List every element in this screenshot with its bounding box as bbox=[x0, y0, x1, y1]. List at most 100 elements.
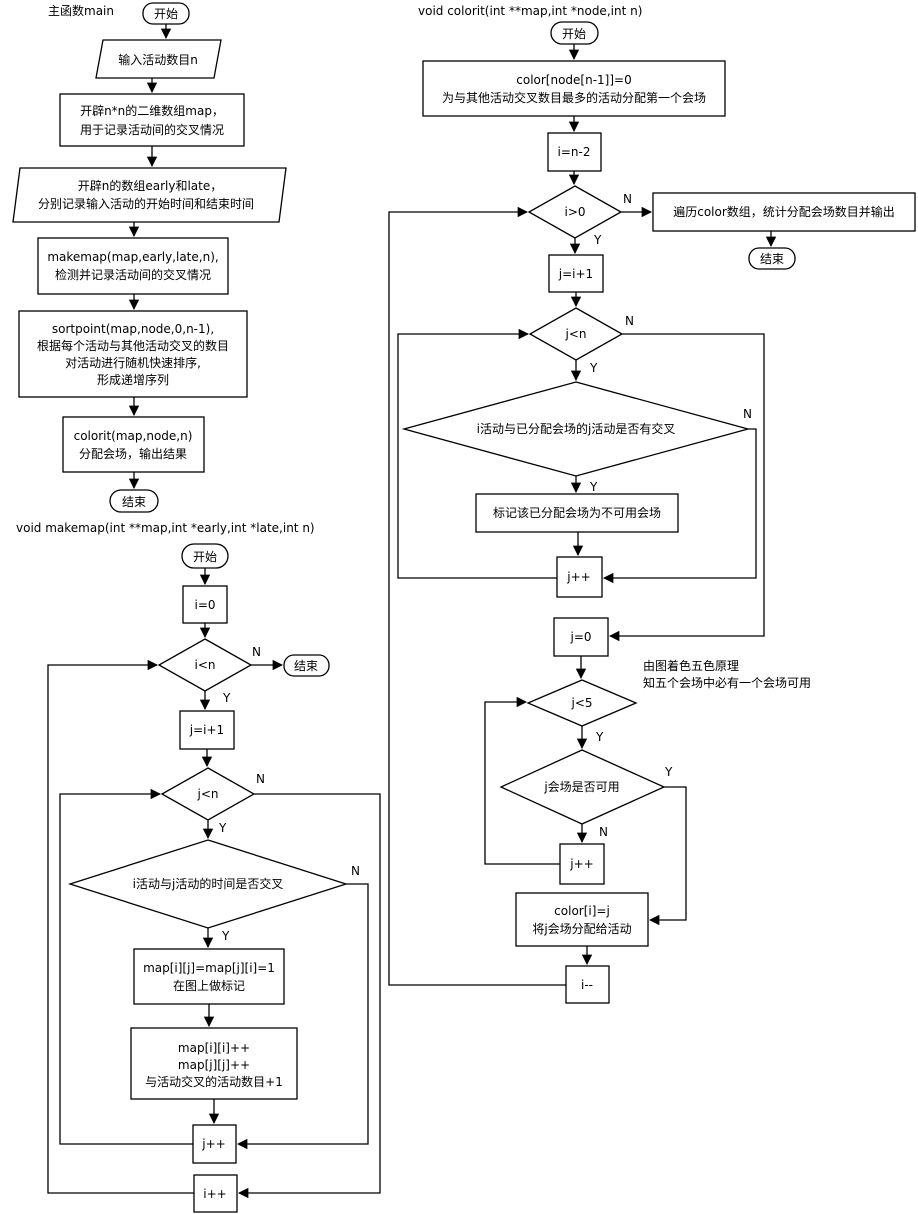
svg-text:结束: 结束 bbox=[760, 252, 784, 266]
svg-text:map[j][j]++: map[j][j]++ bbox=[178, 1058, 250, 1072]
makemap-start: 开始 bbox=[181, 543, 229, 569]
colorit-cond-j5-yes: Y bbox=[595, 730, 604, 744]
makemap-cond-overlap-yes: Y bbox=[221, 929, 230, 943]
colorit-reset-j: j=0 bbox=[553, 617, 609, 657]
colorit-inc-j2: j++ bbox=[559, 843, 605, 885]
svg-text:i<n: i<n bbox=[195, 658, 216, 672]
svg-text:j<n: j<n bbox=[197, 787, 219, 801]
makemap-init-i: i=0 bbox=[182, 585, 228, 624]
svg-text:j=i+1: j=i+1 bbox=[558, 267, 593, 281]
makemap-cond-j-yes: Y bbox=[218, 821, 227, 835]
svg-text:知五个会场中必有一个会场可用: 知五个会场中必有一个会场可用 bbox=[643, 675, 811, 690]
colorit-cond-j5: j<5 bbox=[526, 679, 638, 727]
makemap-inc-j: j++ bbox=[192, 1124, 237, 1164]
svg-text:map[i][i]++: map[i][i]++ bbox=[178, 1041, 250, 1055]
svg-text:开辟n*n的二维数组map，: 开辟n*n的二维数组map， bbox=[80, 103, 224, 118]
main-input-n: 输入活动数目n bbox=[95, 39, 222, 79]
makemap-init-j: j=i+1 bbox=[179, 710, 235, 750]
svg-text:由图着色五色原理: 由图着色五色原理 bbox=[643, 658, 739, 673]
makemap-mark: map[i][j]=map[j][i]=1 在图上做标记 bbox=[133, 948, 285, 1005]
colorit-dec-i: i-- bbox=[565, 965, 610, 1004]
title-makemap: void makemap(int **map,int *early,int *l… bbox=[16, 521, 315, 535]
colorit-init-i: i=n-2 bbox=[547, 132, 602, 172]
svg-text:i=0: i=0 bbox=[194, 598, 215, 612]
main-alloc-map: 开辟n*n的二维数组map， 用于记录活动间的交叉情况 bbox=[59, 93, 245, 147]
main-sort-call: sortpoint(map,node,0,n-1), 根据每个活动与其他活动交叉… bbox=[18, 310, 248, 398]
svg-text:color[i]=j: color[i]=j bbox=[554, 904, 610, 918]
svg-text:i>0: i>0 bbox=[564, 205, 585, 219]
svg-text:i活动与已分配会场的j活动是否有交叉: i活动与已分配会场的j活动是否有交叉 bbox=[477, 421, 676, 436]
svg-text:将j会场分配给活动: 将j会场分配给活动 bbox=[532, 922, 631, 936]
makemap-cond-i-yes: Y bbox=[222, 691, 231, 705]
svg-text:j++: j++ bbox=[201, 1137, 225, 1151]
svg-text:sortpoint(map,node,0,n-1),: sortpoint(map,node,0,n-1), bbox=[52, 322, 214, 336]
title-colorit: void colorit(int **map,int *node,int n) bbox=[418, 4, 642, 18]
colorit-cond-j-no: N bbox=[625, 314, 634, 328]
colorit-init-j: j=i+1 bbox=[548, 254, 604, 293]
colorit-cond-i: i>0 bbox=[527, 185, 623, 239]
svg-text:结束: 结束 bbox=[122, 495, 146, 509]
svg-text:j=0: j=0 bbox=[569, 630, 591, 644]
svg-text:开始: 开始 bbox=[562, 27, 586, 41]
svg-text:j会场是否可用: j会场是否可用 bbox=[543, 780, 619, 794]
colorit-cond-available-yes: Y bbox=[664, 765, 673, 779]
svg-text:j<n: j<n bbox=[565, 327, 587, 341]
svg-text:makemap(map,early,late,n),: makemap(map,early,late,n), bbox=[47, 250, 218, 264]
colorit-end: 结束 bbox=[748, 247, 796, 270]
main-colorit-call: colorit(map,node,n) 分配会场，输出结果 bbox=[62, 416, 205, 473]
svg-text:根据每个活动与其他活动交叉的数目: 根据每个活动与其他活动交叉的数目 bbox=[37, 338, 229, 353]
colorit-cond-j-yes: Y bbox=[589, 361, 598, 375]
makemap-cond-overlap-no: N bbox=[351, 864, 360, 878]
main-end: 结束 bbox=[109, 489, 159, 513]
svg-text:j++: j++ bbox=[569, 857, 593, 871]
makemap-cond-i-no: N bbox=[252, 645, 261, 659]
svg-text:分配会场，输出结果: 分配会场，输出结果 bbox=[79, 446, 187, 461]
colorit-cond-available-no: N bbox=[599, 825, 608, 839]
main-start: 开始 bbox=[142, 2, 190, 25]
svg-text:j=i+1: j=i+1 bbox=[189, 723, 224, 737]
makemap-cond-j-no: N bbox=[256, 772, 265, 786]
svg-text:开始: 开始 bbox=[154, 7, 178, 21]
svg-text:标记该已分配会场为不可用会场: 标记该已分配会场为不可用会场 bbox=[493, 506, 661, 520]
colorit-start: 开始 bbox=[550, 21, 599, 45]
svg-text:i--: i-- bbox=[581, 978, 593, 992]
colorit-inc-j: j++ bbox=[556, 556, 603, 598]
svg-text:与活动交叉的活动数目+1: 与活动交叉的活动数目+1 bbox=[145, 1074, 283, 1089]
colorit-init-color: color[node[n-1]]=0 为与其他活动交叉数目最多的活动分配第一个会… bbox=[422, 60, 726, 117]
makemap-inc-i: i++ bbox=[193, 1174, 238, 1213]
svg-text:检测并记录活动间的交叉情况: 检测并记录活动间的交叉情况 bbox=[55, 267, 211, 282]
svg-text:i=n-2: i=n-2 bbox=[558, 145, 591, 159]
makemap-cond-overlap: i活动与j活动的时间是否交叉 bbox=[67, 839, 349, 929]
svg-text:i++: i++ bbox=[203, 1187, 226, 1201]
main-makemap-call: makemap(map,early,late,n), 检测并记录活动间的交叉情况 bbox=[37, 237, 229, 295]
svg-text:开辟n的数组early和late，: 开辟n的数组early和late， bbox=[78, 178, 223, 193]
makemap-cond-j: j<n bbox=[160, 767, 256, 821]
colorit-output: 遍历color数组，统计分配会场数目并输出 bbox=[652, 192, 916, 232]
colorit-assign: color[i]=j 将j会场分配给活动 bbox=[515, 892, 649, 947]
svg-text:输入活动数目n: 输入活动数目n bbox=[118, 52, 198, 67]
main-alloc-arrays: 开辟n的数组early和late， 分别记录输入活动的开始时间和结束时间 bbox=[12, 167, 287, 223]
svg-text:map[i][j]=map[j][i]=1: map[i][j]=map[j][i]=1 bbox=[143, 961, 275, 975]
svg-text:为与其他活动交叉数目最多的活动分配第一个会场: 为与其他活动交叉数目最多的活动分配第一个会场 bbox=[442, 90, 706, 105]
colorit-cond-i-no: N bbox=[623, 192, 632, 206]
svg-text:开始: 开始 bbox=[193, 550, 217, 564]
colorit-cond-overlap: i活动与已分配会场的j活动是否有交叉 bbox=[401, 381, 751, 477]
svg-text:i活动与j活动的时间是否交叉: i活动与j活动的时间是否交叉 bbox=[133, 876, 284, 891]
svg-text:对活动进行随机快速排序,: 对活动进行随机快速排序, bbox=[65, 355, 201, 370]
svg-text:形成递增序列: 形成递增序列 bbox=[97, 372, 169, 387]
svg-text:在图上做标记: 在图上做标记 bbox=[173, 978, 245, 993]
colorit-cond-overlap-yes: Y bbox=[589, 480, 598, 494]
makemap-end: 结束 bbox=[283, 654, 330, 677]
colorit-note: 由图着色五色原理 知五个会场中必有一个会场可用 bbox=[643, 658, 811, 690]
svg-text:遍历color数组，统计分配会场数目并输出: 遍历color数组，统计分配会场数目并输出 bbox=[673, 204, 895, 219]
svg-text:分别记录输入活动的开始时间和结束时间: 分别记录输入活动的开始时间和结束时间 bbox=[38, 196, 254, 211]
makemap-cond-i: i<n bbox=[157, 638, 253, 692]
svg-text:colorit(map,node,n): colorit(map,node,n) bbox=[74, 429, 193, 443]
colorit-cond-i-yes: Y bbox=[593, 233, 602, 247]
colorit-cond-j: j<n bbox=[528, 307, 624, 361]
svg-text:j<5: j<5 bbox=[570, 696, 592, 710]
svg-text:color[node[n-1]]=0: color[node[n-1]]=0 bbox=[516, 73, 631, 87]
svg-text:结束: 结束 bbox=[294, 659, 318, 673]
title-main: 主函数main bbox=[48, 3, 114, 18]
